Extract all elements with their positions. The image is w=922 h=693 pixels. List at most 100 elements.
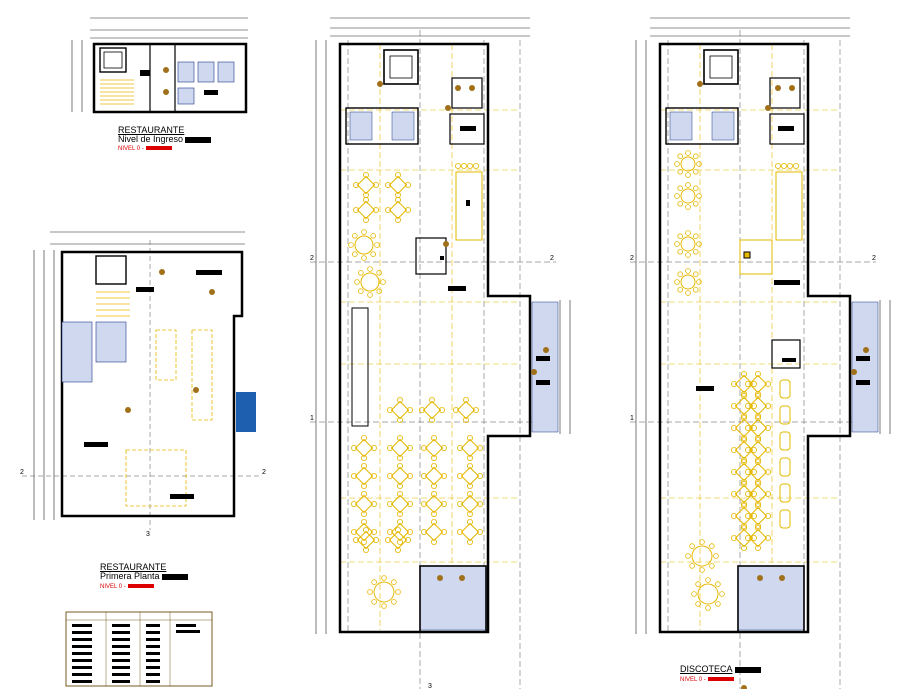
- chair: [715, 601, 721, 607]
- chair: [755, 414, 762, 421]
- chair: [466, 462, 473, 469]
- chair: [741, 412, 748, 419]
- chair: [396, 434, 403, 441]
- square-table: [384, 527, 411, 554]
- chair: [705, 605, 711, 611]
- table-top: [422, 400, 442, 420]
- chair: [755, 500, 762, 507]
- chair: [352, 251, 358, 257]
- lounge-seat: [779, 379, 791, 399]
- table-top: [390, 438, 410, 458]
- square-table: [352, 196, 379, 223]
- schedule-cell: [112, 624, 130, 627]
- chair: [360, 462, 367, 469]
- chair: [677, 200, 684, 207]
- chair: [360, 490, 367, 497]
- chair: [677, 233, 684, 240]
- table-top: [680, 188, 696, 204]
- table-top: [748, 396, 768, 416]
- chair: [755, 436, 762, 443]
- schedule-cell: [72, 673, 92, 676]
- chair: [396, 416, 403, 423]
- bar-stool: [460, 162, 467, 169]
- dimension-lines: [33, 231, 245, 520]
- chair: [765, 380, 772, 387]
- chair: [466, 519, 473, 526]
- table-top: [356, 200, 376, 220]
- chair: [430, 482, 437, 489]
- axis-label-2e: 2: [630, 255, 634, 262]
- chair: [741, 523, 748, 530]
- chair: [745, 535, 752, 542]
- square-table: [420, 519, 447, 546]
- axis-label-2d: 2: [550, 255, 554, 262]
- chair: [472, 406, 479, 413]
- square-table: [384, 196, 411, 223]
- chair: [361, 255, 367, 261]
- chair: [430, 434, 437, 441]
- chair: [741, 456, 748, 463]
- chair: [466, 510, 473, 517]
- lounge-seat: [779, 405, 791, 425]
- chair: [352, 181, 359, 188]
- square-table: [420, 462, 447, 489]
- plan-nivel-ingreso: [71, 17, 248, 114]
- square-table: [731, 502, 758, 530]
- elevator: [703, 49, 739, 85]
- chair: [358, 288, 364, 294]
- chair: [420, 529, 427, 536]
- chair: [384, 206, 391, 213]
- table-top: [734, 440, 754, 460]
- chair: [692, 286, 699, 293]
- chair: [406, 444, 413, 451]
- table-top: [390, 522, 410, 542]
- chair: [371, 599, 377, 605]
- square-table: [731, 436, 758, 463]
- chair: [755, 456, 762, 463]
- chair: [731, 446, 738, 453]
- table-top: [748, 462, 768, 482]
- schedule-cell: [146, 638, 160, 641]
- square-table: [386, 519, 413, 546]
- square-table: [731, 392, 758, 419]
- chair: [350, 500, 357, 507]
- axis-label-1: 1: [310, 415, 314, 422]
- chair: [705, 577, 711, 583]
- schedule-table: [65, 611, 213, 687]
- chair: [745, 490, 752, 497]
- elevator: [383, 49, 419, 85]
- table-top: [734, 528, 754, 548]
- chair: [476, 444, 483, 451]
- square-table: [731, 414, 758, 441]
- chair: [765, 424, 772, 431]
- chair: [741, 370, 748, 377]
- chair: [367, 292, 373, 298]
- table-top: [354, 494, 374, 514]
- bar-stool: [466, 162, 473, 169]
- bar-area: [125, 329, 213, 507]
- schedule-cell: [176, 630, 200, 633]
- chair: [396, 396, 403, 403]
- bar-stool: [472, 162, 479, 169]
- round-table: [674, 230, 702, 258]
- schedule-cell: [112, 638, 130, 641]
- chair: [466, 490, 473, 497]
- square-table: [745, 392, 772, 419]
- plan-restaurante-centro: [310, 17, 571, 690]
- chair: [699, 539, 705, 545]
- chair: [438, 406, 445, 413]
- schedule-cell: [72, 659, 92, 662]
- schedule-cell: [112, 666, 130, 669]
- plan-discoteca-level: NIVEL 0 -: [680, 675, 734, 685]
- chair: [440, 444, 447, 451]
- chair: [745, 424, 752, 431]
- square-table: [352, 171, 379, 198]
- schedule-cell: [112, 645, 130, 648]
- square-table: [420, 490, 447, 517]
- chair: [430, 539, 437, 546]
- chair: [404, 181, 411, 188]
- square-table: [731, 370, 758, 397]
- bar-stool: [793, 162, 800, 169]
- axis-bubbles: 2 2 2 2 1 1 2 2 3 3: [20, 255, 876, 690]
- elevator: [99, 47, 127, 73]
